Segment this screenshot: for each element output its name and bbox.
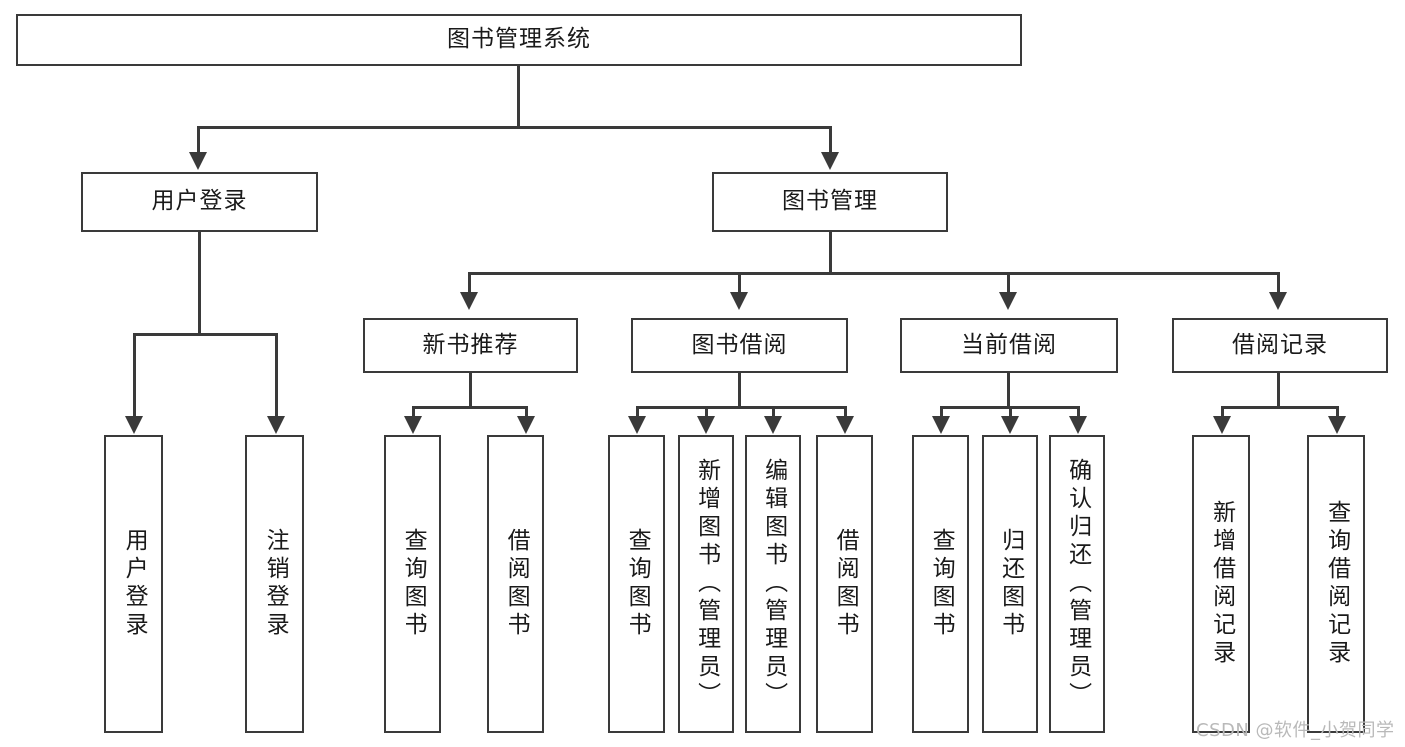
watermark-csdn: CSDN @软件_小贺同学 [1196,720,1395,741]
node-root-system[interactable]: 图书管理系统 [16,14,1022,66]
node-label: 查询借阅记录 [1323,500,1350,668]
connector-bb-drop-3 [772,406,775,418]
node-label: 编辑图书（管理员） [760,458,787,710]
arrowhead-br-leaf-1 [1213,416,1231,434]
connector-user-login-drop-1 [133,333,136,418]
node-label: 用户登录 [121,528,148,640]
arrowhead-user-login-leaf-1 [125,416,143,434]
connector-root-stem [517,66,520,128]
node-label: 借阅图书 [832,528,859,640]
arrowhead-br-leaf-2 [1328,416,1346,434]
arrowhead-cb-leaf-3 [1069,416,1087,434]
node-borrow-record[interactable]: 借阅记录 [1172,318,1388,373]
connector-user-login-stem [198,232,201,335]
node-label: 借阅记录 [1232,331,1328,358]
arrowhead-root-to-book-management [821,152,839,170]
leaf-logout-login[interactable]: 注销登录 [245,435,304,733]
connector-nbr-bar [412,406,528,409]
node-label: 查询图书 [400,528,427,640]
node-label: 图书借阅 [691,331,788,358]
node-label: 当前借阅 [961,331,1057,358]
node-label: 借阅图书 [503,528,530,640]
leaf-add-book[interactable]: 新增图书（管理员） [678,435,734,733]
connector-bm-drop-4 [1277,272,1280,294]
leaf-query-book-current[interactable]: 查询图书 [912,435,969,733]
leaf-query-book-recommend[interactable]: 查询图书 [384,435,441,733]
node-label: 归还图书 [997,528,1024,640]
connector-user-login-drop-2 [275,333,278,418]
node-label: 图书管理 [782,188,878,215]
connector-nbr-drop-1 [412,406,415,418]
leaf-return-book[interactable]: 归还图书 [982,435,1038,733]
connector-br-drop-1 [1221,406,1224,418]
connector-bb-drop-1 [636,406,639,418]
node-book-borrow[interactable]: 图书借阅 [631,318,848,373]
arrowhead-nbr-leaf-1 [404,416,422,434]
node-label: 新书推荐 [422,331,519,358]
arrowhead-root-to-user-login [189,152,207,170]
connector-nbr-stem [469,373,472,409]
connector-nbr-drop-2 [525,406,528,418]
leaf-borrow-book-borrow[interactable]: 借阅图书 [816,435,873,733]
arrowhead-bm-child-1 [460,292,478,310]
arrowhead-bb-leaf-1 [628,416,646,434]
connector-bb-drop-4 [844,406,847,418]
node-label: 图书管理系统 [447,26,591,53]
connector-book-management-bar [468,272,1280,275]
connector-cb-drop-3 [1077,406,1080,418]
node-label: 确认归还（管理员） [1064,458,1091,710]
node-book-management[interactable]: 图书管理 [712,172,948,232]
connector-br-stem [1277,373,1280,409]
connector-br-drop-2 [1336,406,1339,418]
arrowhead-bm-child-2 [730,292,748,310]
node-label: 用户登录 [151,188,248,215]
connector-book-management-stem [829,232,832,274]
node-current-borrow[interactable]: 当前借阅 [900,318,1118,373]
leaf-user-login[interactable]: 用户登录 [104,435,163,733]
leaf-borrow-book-recommend[interactable]: 借阅图书 [487,435,544,733]
arrowhead-cb-leaf-1 [932,416,950,434]
arrowhead-user-login-leaf-2 [267,416,285,434]
connector-user-login-bar [133,333,278,336]
leaf-query-borrow-record[interactable]: 查询借阅记录 [1307,435,1365,733]
connector-bm-drop-2 [738,272,741,294]
connector-bb-bar [636,406,847,409]
node-label: 新增图书（管理员） [693,458,720,710]
node-user-login[interactable]: 用户登录 [81,172,318,232]
connector-cb-drop-1 [940,406,943,418]
leaf-edit-book[interactable]: 编辑图书（管理员） [745,435,801,733]
node-label: 查询图书 [624,528,651,640]
node-label: 新增借阅记录 [1208,500,1235,668]
arrowhead-bm-child-4 [1269,292,1287,310]
node-label: 查询图书 [928,528,955,640]
leaf-add-borrow-record[interactable]: 新增借阅记录 [1192,435,1250,733]
arrowhead-bb-leaf-2 [697,416,715,434]
connector-br-bar [1221,406,1339,409]
connector-root-to-user-login [197,126,200,154]
connector-bm-drop-1 [468,272,471,294]
leaf-confirm-return[interactable]: 确认归还（管理员） [1049,435,1105,733]
leaf-query-book-borrow[interactable]: 查询图书 [608,435,665,733]
connector-bb-stem [738,373,741,409]
node-label: 注销登录 [262,528,289,640]
arrowhead-bm-child-3 [999,292,1017,310]
arrowhead-bb-leaf-4 [836,416,854,434]
connector-cb-stem [1007,373,1010,409]
arrowhead-bb-leaf-3 [764,416,782,434]
connector-root-bar [197,126,831,129]
arrowhead-cb-leaf-2 [1001,416,1019,434]
arrowhead-nbr-leaf-2 [517,416,535,434]
connector-cb-drop-2 [1009,406,1012,418]
connector-bb-drop-2 [705,406,708,418]
node-new-book-recommend[interactable]: 新书推荐 [363,318,578,373]
connector-bm-drop-3 [1007,272,1010,294]
connector-root-to-book-management [829,126,832,154]
